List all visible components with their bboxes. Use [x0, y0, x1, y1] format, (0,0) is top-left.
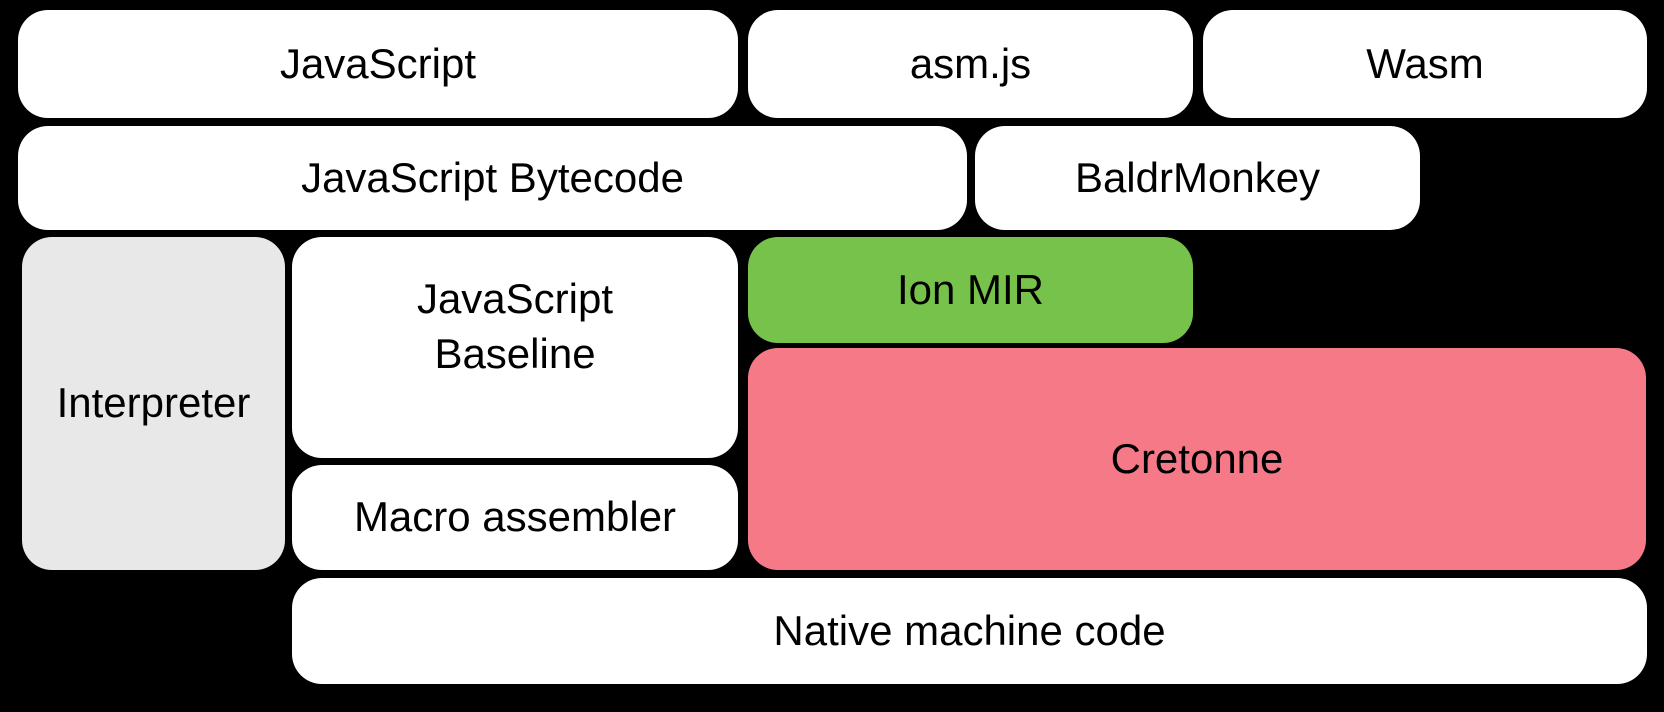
node-asmjs: asm.js — [748, 10, 1193, 118]
node-javascript: JavaScript — [18, 10, 738, 118]
node-wasm: Wasm — [1203, 10, 1647, 118]
node-javascript-bytecode: JavaScript Bytecode — [18, 126, 967, 230]
node-native-machine-code: Native machine code — [292, 578, 1647, 684]
node-cretonne: Cretonne — [748, 348, 1646, 570]
node-javascript-baseline: JavaScript Baseline — [292, 237, 738, 458]
node-interpreter: Interpreter — [22, 237, 285, 570]
node-macro-assembler: Macro assembler — [292, 465, 738, 570]
node-ion-mir: Ion MIR — [748, 237, 1193, 343]
node-baldrmonkey: BaldrMonkey — [975, 126, 1420, 230]
